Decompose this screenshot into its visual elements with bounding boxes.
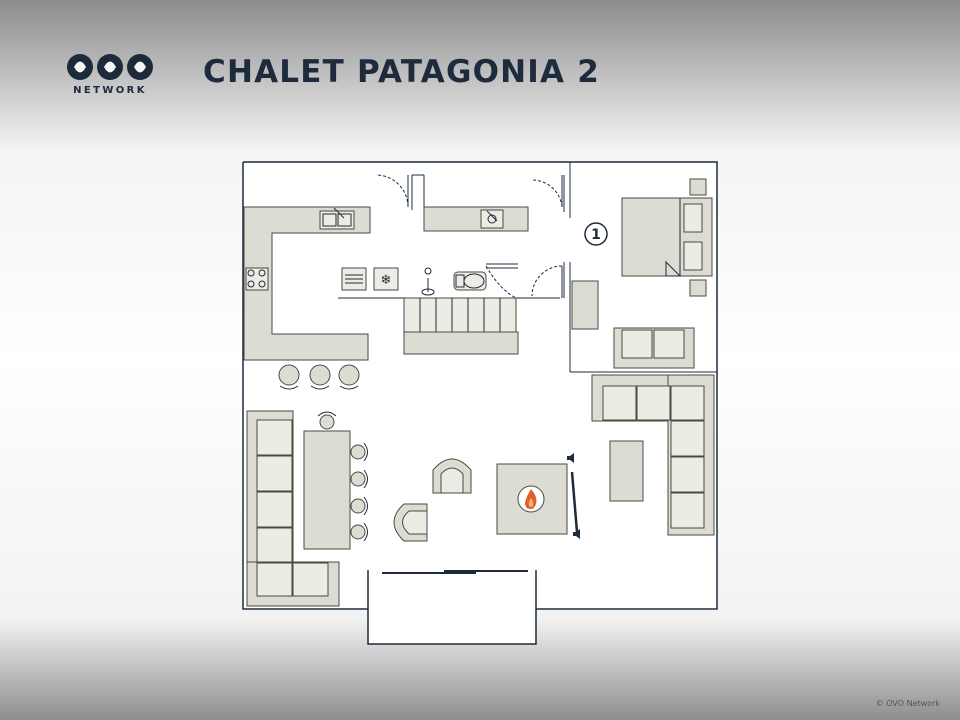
doors — [375, 174, 563, 299]
coffee-table — [609, 440, 644, 502]
fireplace-icon — [496, 463, 568, 535]
page-title: CHALET PATAGONIA 2 — [203, 54, 600, 90]
left-sofa — [246, 410, 340, 607]
pillow — [683, 203, 703, 233]
room-number-badge — [584, 222, 608, 246]
logo-subtext: NETWORK — [73, 85, 147, 96]
terrace-area — [368, 570, 536, 644]
svg-text:❄: ❄ — [381, 273, 392, 288]
logo-mark — [67, 54, 153, 80]
room-number: 1 — [591, 227, 601, 243]
toilet-icon — [453, 271, 487, 291]
copyright-text: © OVO Network — [875, 699, 940, 708]
bedroom: 1 — [571, 178, 713, 369]
pillow — [683, 241, 703, 271]
sliding-door — [382, 570, 528, 574]
freezer-icon: ❄ — [373, 267, 399, 291]
speaker-icon — [567, 453, 580, 539]
exterior-walls — [242, 161, 718, 645]
corner-sofa — [591, 374, 715, 536]
bar-stools — [278, 364, 360, 390]
brand-logo: NETWORK — [66, 52, 156, 100]
staircase — [403, 297, 519, 355]
nightstand — [689, 279, 707, 297]
nightstand — [689, 178, 707, 196]
utility-counter — [423, 206, 529, 232]
oven-icon — [341, 267, 367, 291]
dining-table — [303, 411, 368, 550]
desk — [571, 280, 599, 330]
tv-screen — [570, 471, 579, 533]
kitchen-counter — [243, 206, 371, 361]
hob-icon — [245, 267, 269, 291]
armchairs — [393, 458, 472, 542]
washbasin — [421, 267, 435, 296]
